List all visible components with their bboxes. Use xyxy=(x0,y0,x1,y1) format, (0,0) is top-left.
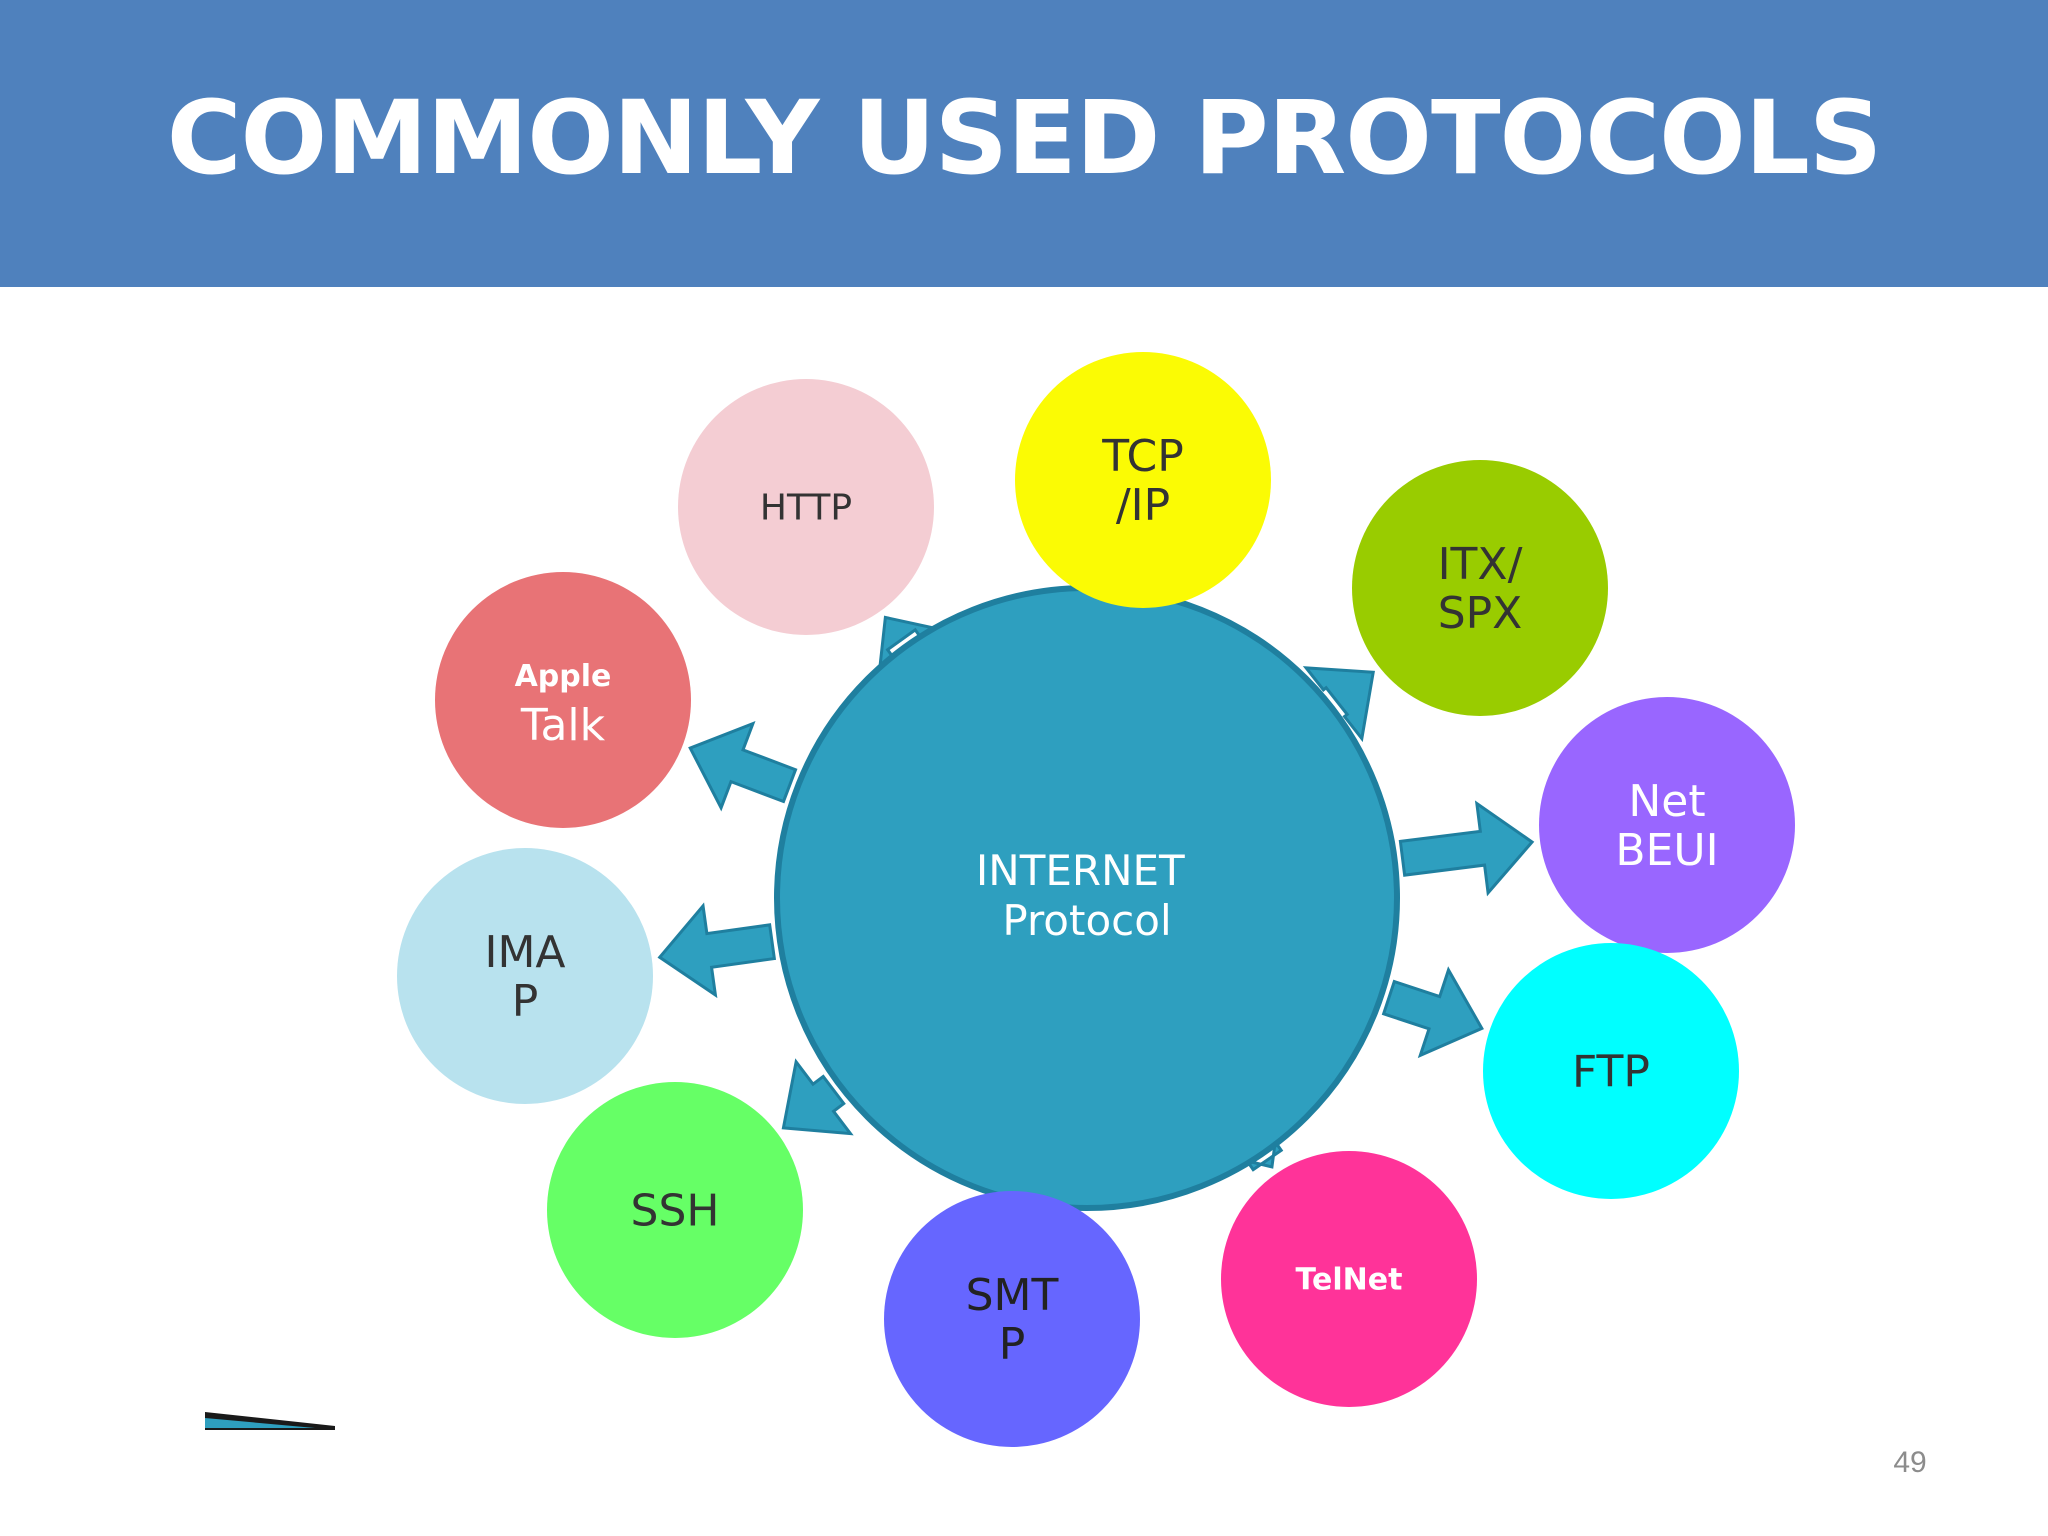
protocol-label-line: HTTP xyxy=(760,488,852,529)
protocol-label-itx-spx: ITX/SPX xyxy=(1438,539,1523,639)
protocol-label-line: P xyxy=(512,976,539,1027)
arrow-to-itx-spx xyxy=(1302,666,1375,743)
protocol-label-line: FTP xyxy=(1572,1046,1650,1097)
arrow-to-appletalk xyxy=(688,721,798,812)
protocol-label-line: Apple xyxy=(515,659,612,694)
arrow-to-netbeui xyxy=(1398,800,1535,897)
protocol-node-appletalk xyxy=(435,572,691,828)
protocol-label-telnet: TelNet xyxy=(1296,1263,1403,1298)
protocol-node-imap xyxy=(397,848,653,1104)
protocol-label-line: SMT xyxy=(966,1270,1059,1321)
protocol-label-line: TelNet xyxy=(1296,1263,1403,1298)
corner-decoration xyxy=(205,1412,335,1430)
protocol-label-tcp-ip: TCP/IP xyxy=(1101,431,1184,531)
arrow-to-ssh xyxy=(781,1058,854,1136)
protocol-label-line: SPX xyxy=(1438,588,1523,639)
arrow-to-imap xyxy=(657,902,777,999)
protocol-label-line: SSH xyxy=(631,1185,720,1236)
protocol-node-http xyxy=(678,379,934,635)
center-label: INTERNET Protocol xyxy=(976,846,1198,945)
protocol-node-telnet xyxy=(1221,1151,1477,1407)
protocol-label-line: /IP xyxy=(1116,480,1170,531)
protocol-label-line: Net xyxy=(1628,776,1705,827)
protocol-node-netbeui xyxy=(1539,697,1795,953)
slide-title: COMMONLY USED PROTOCOLS xyxy=(166,79,1883,198)
protocol-label-ftp: FTP xyxy=(1572,1046,1650,1097)
center-label-line: Protocol xyxy=(1002,896,1171,945)
protocol-node-tcp-ip xyxy=(1015,352,1271,608)
arrow-to-ftp xyxy=(1381,966,1484,1059)
protocol-label-line: ITX/ xyxy=(1438,539,1523,590)
protocol-label-http: HTTP xyxy=(760,488,852,529)
protocol-node-itx-spx xyxy=(1352,460,1608,716)
center-label-line: INTERNET xyxy=(976,846,1185,895)
protocol-label-line: P xyxy=(999,1319,1026,1370)
page-number: 49 xyxy=(1893,1446,1927,1479)
protocol-label-line: Talk xyxy=(520,700,606,751)
title-bar: COMMONLY USED PROTOCOLS xyxy=(0,0,2048,287)
protocol-node-ftp xyxy=(1483,943,1739,1199)
protocol-label-ssh: SSH xyxy=(631,1185,720,1236)
protocol-node-smtp xyxy=(884,1191,1140,1447)
protocol-label-line: TCP xyxy=(1101,431,1184,482)
protocol-label-line: BEUI xyxy=(1615,825,1718,876)
protocol-node-ssh xyxy=(547,1082,803,1338)
protocol-label-line: IMA xyxy=(484,927,565,978)
